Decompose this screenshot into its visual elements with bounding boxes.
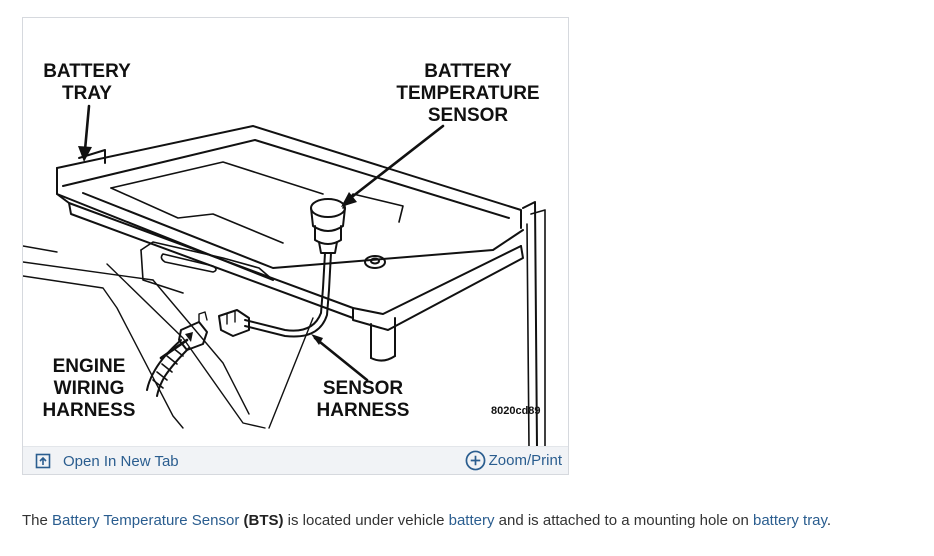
bts-abbreviation: (BTS) [243, 512, 284, 529]
label-engine-line2: WIRING [54, 378, 125, 399]
label-sensor-line3: SENSOR [428, 105, 509, 126]
label-engine-line1: ENGINE [53, 356, 126, 377]
caption-text-part: and is attached to a mounting hole on [494, 512, 753, 529]
caption-text-part: . [826, 512, 832, 529]
open-in-new-tab-button[interactable]: Open In New Tab [35, 451, 179, 471]
open-in-new-tab-icon [35, 453, 51, 469]
plus-circle-icon [465, 450, 486, 470]
label-sensor-harness-line1: SENSOR [323, 378, 404, 399]
zoom-print-button[interactable]: Zoom/Print [465, 449, 562, 471]
open-in-new-tab-label: Open In New Tab [63, 452, 179, 470]
caption-text-part: is located under vehicle [283, 512, 449, 529]
label-engine-line3: HARNESS [43, 400, 136, 421]
battery-temperature-sensor-link[interactable]: Battery Temperature Sensor [52, 512, 240, 529]
label-sensor-harness-line2: HARNESS [317, 400, 410, 421]
label-sensor-line1: BATTERY [424, 61, 512, 82]
image-toolbar: Open In New Tab Zoom/Print [23, 446, 568, 474]
zoom-print-label: Zoom/Print [488, 451, 562, 469]
figure-card: BATTERY TRAY BATTERY TEMPERATURE SENSOR … [22, 17, 569, 475]
battery-tray-diagram: BATTERY TRAY BATTERY TEMPERATURE SENSOR … [23, 61, 546, 448]
label-battery-tray-line1: BATTERY [43, 61, 131, 82]
diagram-figure: BATTERY TRAY BATTERY TEMPERATURE SENSOR … [23, 18, 568, 448]
label-battery-tray-line2: TRAY [62, 83, 112, 104]
figure-code: 8020cd89 [491, 405, 541, 417]
battery-tray-link[interactable]: battery tray [753, 512, 827, 529]
caption-text: The Battery Temperature Sensor (BTS) is … [22, 512, 831, 529]
battery-link[interactable]: battery [448, 512, 495, 529]
caption-text-part: The [22, 512, 53, 529]
label-sensor-line2: TEMPERATURE [396, 83, 539, 104]
